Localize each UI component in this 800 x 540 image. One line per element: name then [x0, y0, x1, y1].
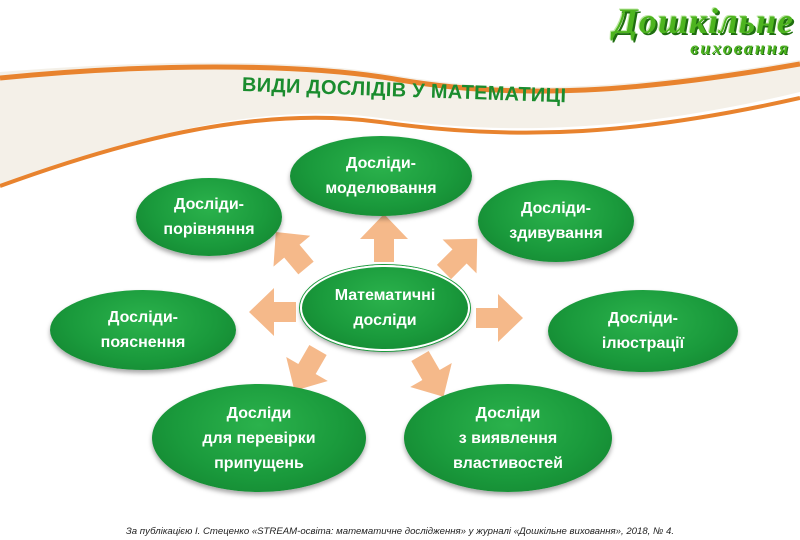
arrow-to-illustration: [476, 294, 523, 342]
arrows: [249, 214, 523, 397]
arrow-to-properties: [410, 351, 452, 397]
node-properties: Досліди з виявлення властивостей: [404, 384, 612, 492]
arrow-to-hypothesis: [286, 345, 328, 391]
logo-main-text: Дошкільне: [613, 1, 794, 41]
arrow-to-modeling: [360, 214, 408, 262]
banner-orange-stroke: [0, 61, 800, 94]
banner-orange-stroke-lower: [0, 96, 800, 188]
node-illustration: Досліди- ілюстрації: [548, 290, 738, 372]
node-surprise: Досліди- здивування: [478, 180, 634, 262]
logo-sub-text: виховання: [690, 38, 790, 58]
node-comparison: Досліди- порівняння: [136, 178, 282, 256]
node-explanation: Досліди- пояснення: [50, 290, 236, 370]
node-center: Математичні досліди: [300, 265, 470, 351]
node-hypothesis: Досліди для перевірки припущень: [152, 384, 366, 492]
node-modeling: Досліди- моделювання: [290, 136, 472, 216]
source-footnote: За публікацією І. Стеценко «STREAM-освіт…: [125, 526, 675, 537]
title-banner: [0, 60, 800, 188]
arrow-to-surprise: [436, 238, 478, 280]
arrow-to-explanation: [249, 288, 296, 336]
magazine-logo: Дошкільне виховання: [613, 1, 794, 58]
arrow-to-comparison: [273, 231, 314, 275]
